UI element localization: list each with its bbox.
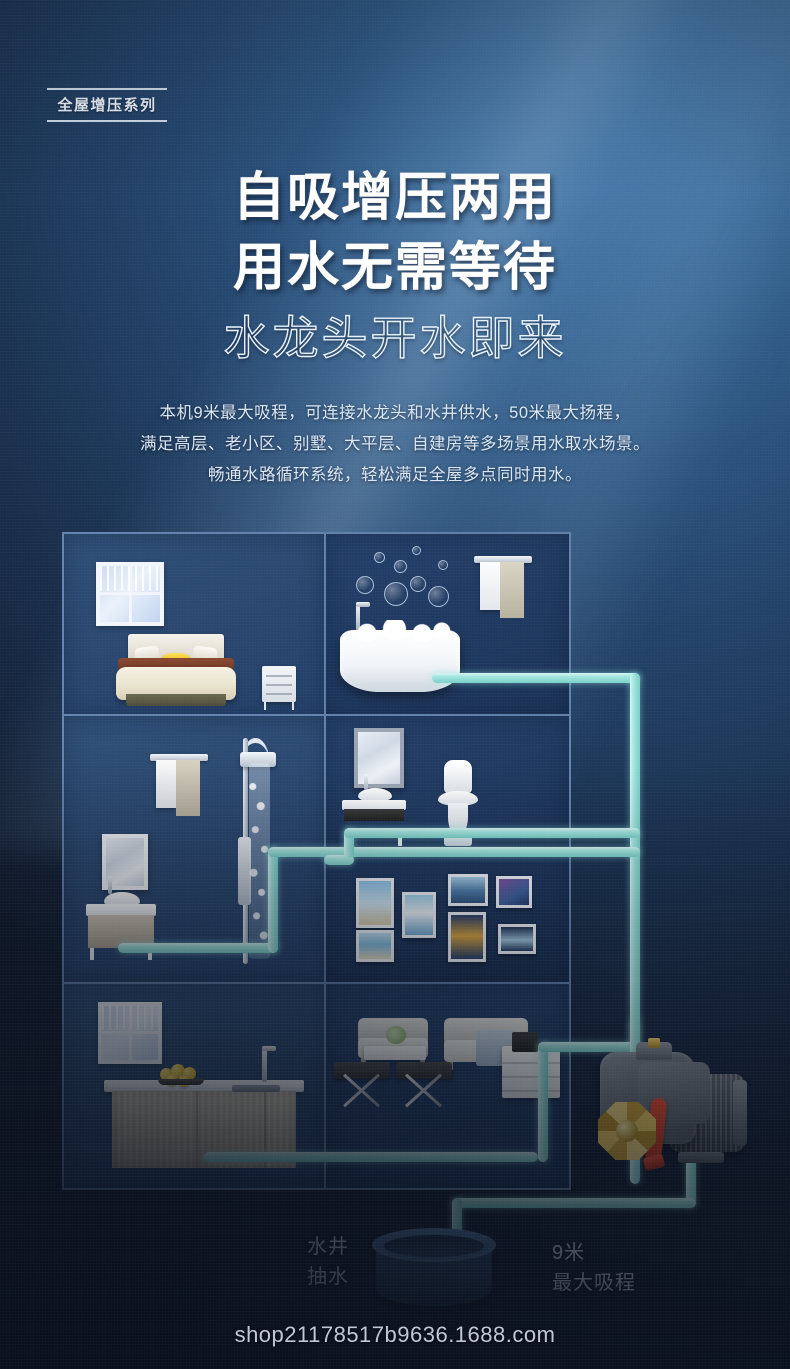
side-cabinet: [502, 1046, 560, 1098]
pump-brass-hub: [616, 1120, 638, 1142]
bedroom-window-icon: [96, 562, 164, 626]
bubble-icon: [438, 560, 448, 570]
kitchen-window-icon: [98, 1002, 162, 1064]
room-gallery: [324, 848, 571, 986]
cabinet-decor: [512, 1032, 538, 1052]
bubble-icon: [428, 586, 449, 607]
well-label: 水井 抽水: [307, 1232, 349, 1292]
bed: [116, 634, 236, 706]
pump-motor-cap: [733, 1080, 747, 1146]
pipe-segment: [432, 673, 640, 683]
picture-frame: [498, 924, 536, 954]
picture-frame: [448, 874, 488, 906]
picture-frame: [402, 892, 436, 938]
coffee-table: [364, 1046, 426, 1060]
table-plant: [386, 1026, 406, 1044]
nightstand: [262, 666, 296, 710]
room-bathtub: [324, 532, 571, 718]
pipe-segment: [344, 828, 640, 838]
suction-label-line-1: 9米: [552, 1242, 586, 1264]
shop-watermark: shop21178517b9636.1688.com: [234, 1322, 556, 1347]
toilet-mirror: [354, 728, 404, 788]
pipe-segment: [538, 1042, 548, 1162]
bubble-icon: [394, 560, 407, 573]
water-well: [372, 1228, 496, 1314]
bubble-icon: [356, 576, 374, 594]
picture-frame: [448, 912, 486, 962]
suction-label: 9米 最大吸程: [552, 1238, 636, 1298]
bubble-icon: [384, 582, 408, 606]
picture-frame: [356, 930, 394, 962]
kitchen-faucet-icon: [262, 1046, 267, 1082]
pipe-segment: [204, 1152, 538, 1162]
pipe-segment: [268, 847, 278, 953]
bubble-icon: [410, 576, 426, 592]
pump-brass-bolt: [648, 1038, 660, 1048]
bubble-icon: [412, 546, 421, 555]
fruit-bowl: [158, 1062, 204, 1087]
ottoman: [396, 1062, 452, 1100]
bubble-icon: [374, 552, 385, 563]
well-opening: [384, 1235, 484, 1257]
suction-label-line-2: 最大吸程: [552, 1272, 636, 1294]
room-bedroom: [62, 532, 328, 718]
tub-faucet-spout: [356, 602, 370, 607]
pump-foot: [678, 1152, 724, 1163]
basin-faucet-icon: [364, 774, 368, 790]
ottoman: [334, 1062, 390, 1100]
pipe-segment: [452, 1198, 696, 1208]
well-label-line-1: 水井: [307, 1236, 349, 1258]
basin-faucet-icon: [108, 876, 112, 894]
picture-frame: [496, 876, 532, 908]
pipe-segment: [118, 943, 278, 953]
pipe-segment: [268, 847, 640, 857]
well-label-line-2: 抽水: [307, 1266, 349, 1288]
towel-rack: [150, 754, 208, 816]
kitchen-faucet-spout: [262, 1046, 276, 1051]
booster-pump: [592, 1038, 747, 1188]
towel-rack: [474, 556, 532, 618]
picture-frame: [356, 878, 394, 928]
